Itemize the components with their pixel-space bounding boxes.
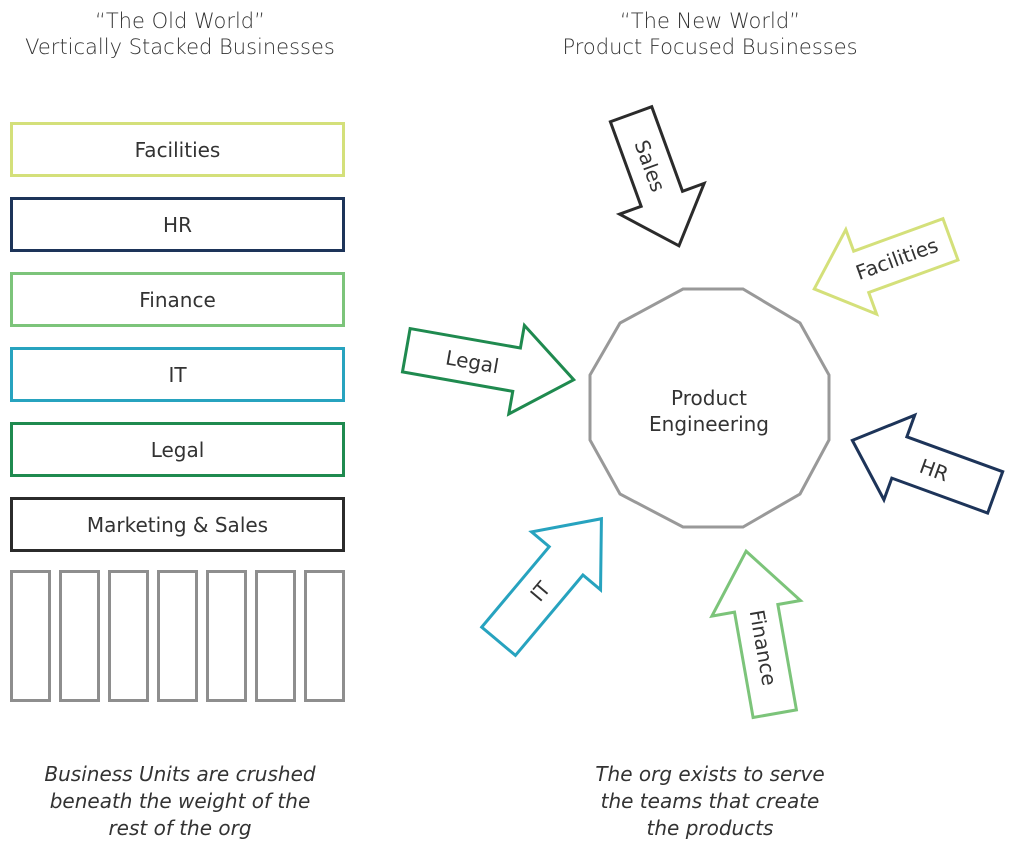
business-unit-column (304, 570, 345, 702)
arrow-it-label: IT (525, 576, 556, 606)
arrow-finance-shape (709, 548, 804, 720)
new-world-caption-line1: The org exists to serve (595, 762, 825, 786)
product-engineering-polygon (588, 287, 831, 529)
new-world-caption-line2: the teams that create (600, 789, 820, 813)
new-world-caption-line3: the products (646, 816, 774, 840)
business-unit-column (206, 570, 247, 702)
business-unit-column (59, 570, 100, 702)
new-world-title: “The New World” (619, 9, 801, 33)
business-unit-column (10, 570, 51, 702)
old-world-title: “The Old World” (94, 9, 266, 33)
arrow-hr-label: HR (916, 454, 951, 486)
product-engineering-line2: Engineering (649, 412, 769, 436)
stack-box-marketing-sales: Marketing & Sales (10, 497, 345, 552)
old-world-subtitle: Vertically Stacked Businesses (25, 35, 335, 59)
stack-box-facilities: Facilities (10, 122, 345, 177)
arrow-it: IT (479, 516, 603, 658)
stack-box-it: IT (10, 347, 345, 402)
business-unit-column (157, 570, 198, 702)
new-world-heading: “The New World” Product Focused Business… (500, 8, 920, 60)
arrow-legal-shape (400, 322, 577, 417)
new-world-subtitle: Product Focused Businesses (562, 35, 858, 59)
business-unit-column (255, 570, 296, 702)
arrow-legal-label: Legal (444, 345, 501, 378)
stack-box-label: Legal (150, 437, 205, 462)
stack-box-hr: HR (10, 197, 345, 252)
arrow-legal: Legal (400, 322, 577, 417)
old-world-caption: Business Units are crushed beneath the w… (10, 761, 350, 842)
stack-box-label: HR (163, 212, 192, 237)
stack-box-label: Facilities (134, 137, 221, 162)
stack-box-label: Finance (139, 287, 216, 312)
old-world-caption-line3: rest of the org (108, 816, 252, 840)
arrow-facilities: Facilities (812, 216, 960, 317)
arrow-finance-label: Finance (745, 608, 782, 688)
arrow-sales-shape (608, 104, 707, 248)
product-engineering-line1: Product (671, 386, 747, 410)
business-unit-column (108, 570, 149, 702)
arrow-finance: Finance (709, 548, 804, 720)
new-world-caption: The org exists to serve the teams that c… (500, 761, 920, 842)
arrow-hr: HR (850, 412, 1005, 515)
arrow-facilities-shape (812, 216, 960, 317)
old-world-heading: “The Old World” Vertically Stacked Busin… (10, 8, 350, 60)
stack-box-label: IT (168, 362, 187, 387)
old-world-caption-line2: beneath the weight of the (49, 789, 311, 813)
arrow-hr-shape (850, 412, 1005, 515)
old-world-caption-line1: Business Units are crushed (44, 762, 316, 786)
stack-box-finance: Finance (10, 272, 345, 327)
arrow-sales: Sales (608, 104, 707, 248)
arrow-it-shape (479, 516, 603, 658)
arrow-facilities-label: Facilities (853, 233, 942, 285)
arrow-sales-label: Sales (629, 137, 670, 195)
stack-box-legal: Legal (10, 422, 345, 477)
stack-box-label: Marketing & Sales (86, 512, 269, 537)
